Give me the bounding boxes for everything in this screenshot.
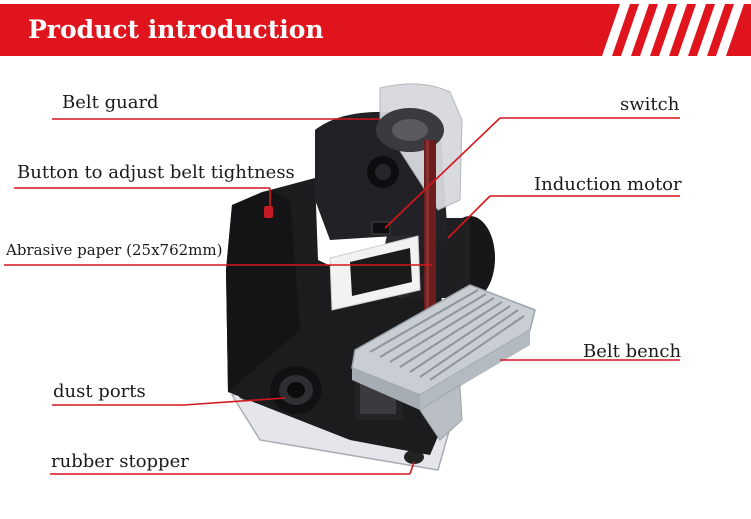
rubber-foot bbox=[404, 450, 424, 464]
label-rubber-stopper: rubber stopper bbox=[51, 451, 189, 472]
label-induction-motor: Induction motor bbox=[534, 174, 682, 195]
label-button-adjust: Button to adjust belt tightness bbox=[17, 162, 295, 183]
label-belt-guard: Belt guard bbox=[62, 92, 159, 113]
label-dust-ports: dust ports bbox=[53, 381, 146, 402]
adjust-button-shape bbox=[264, 206, 273, 218]
page-title: Product introduction bbox=[28, 15, 324, 44]
label-abrasive-paper: Abrasive paper (25x762mm) bbox=[6, 241, 223, 259]
switch-shape bbox=[371, 221, 391, 235]
label-switch: switch bbox=[620, 94, 680, 115]
label-belt-bench: Belt bench bbox=[583, 341, 682, 362]
